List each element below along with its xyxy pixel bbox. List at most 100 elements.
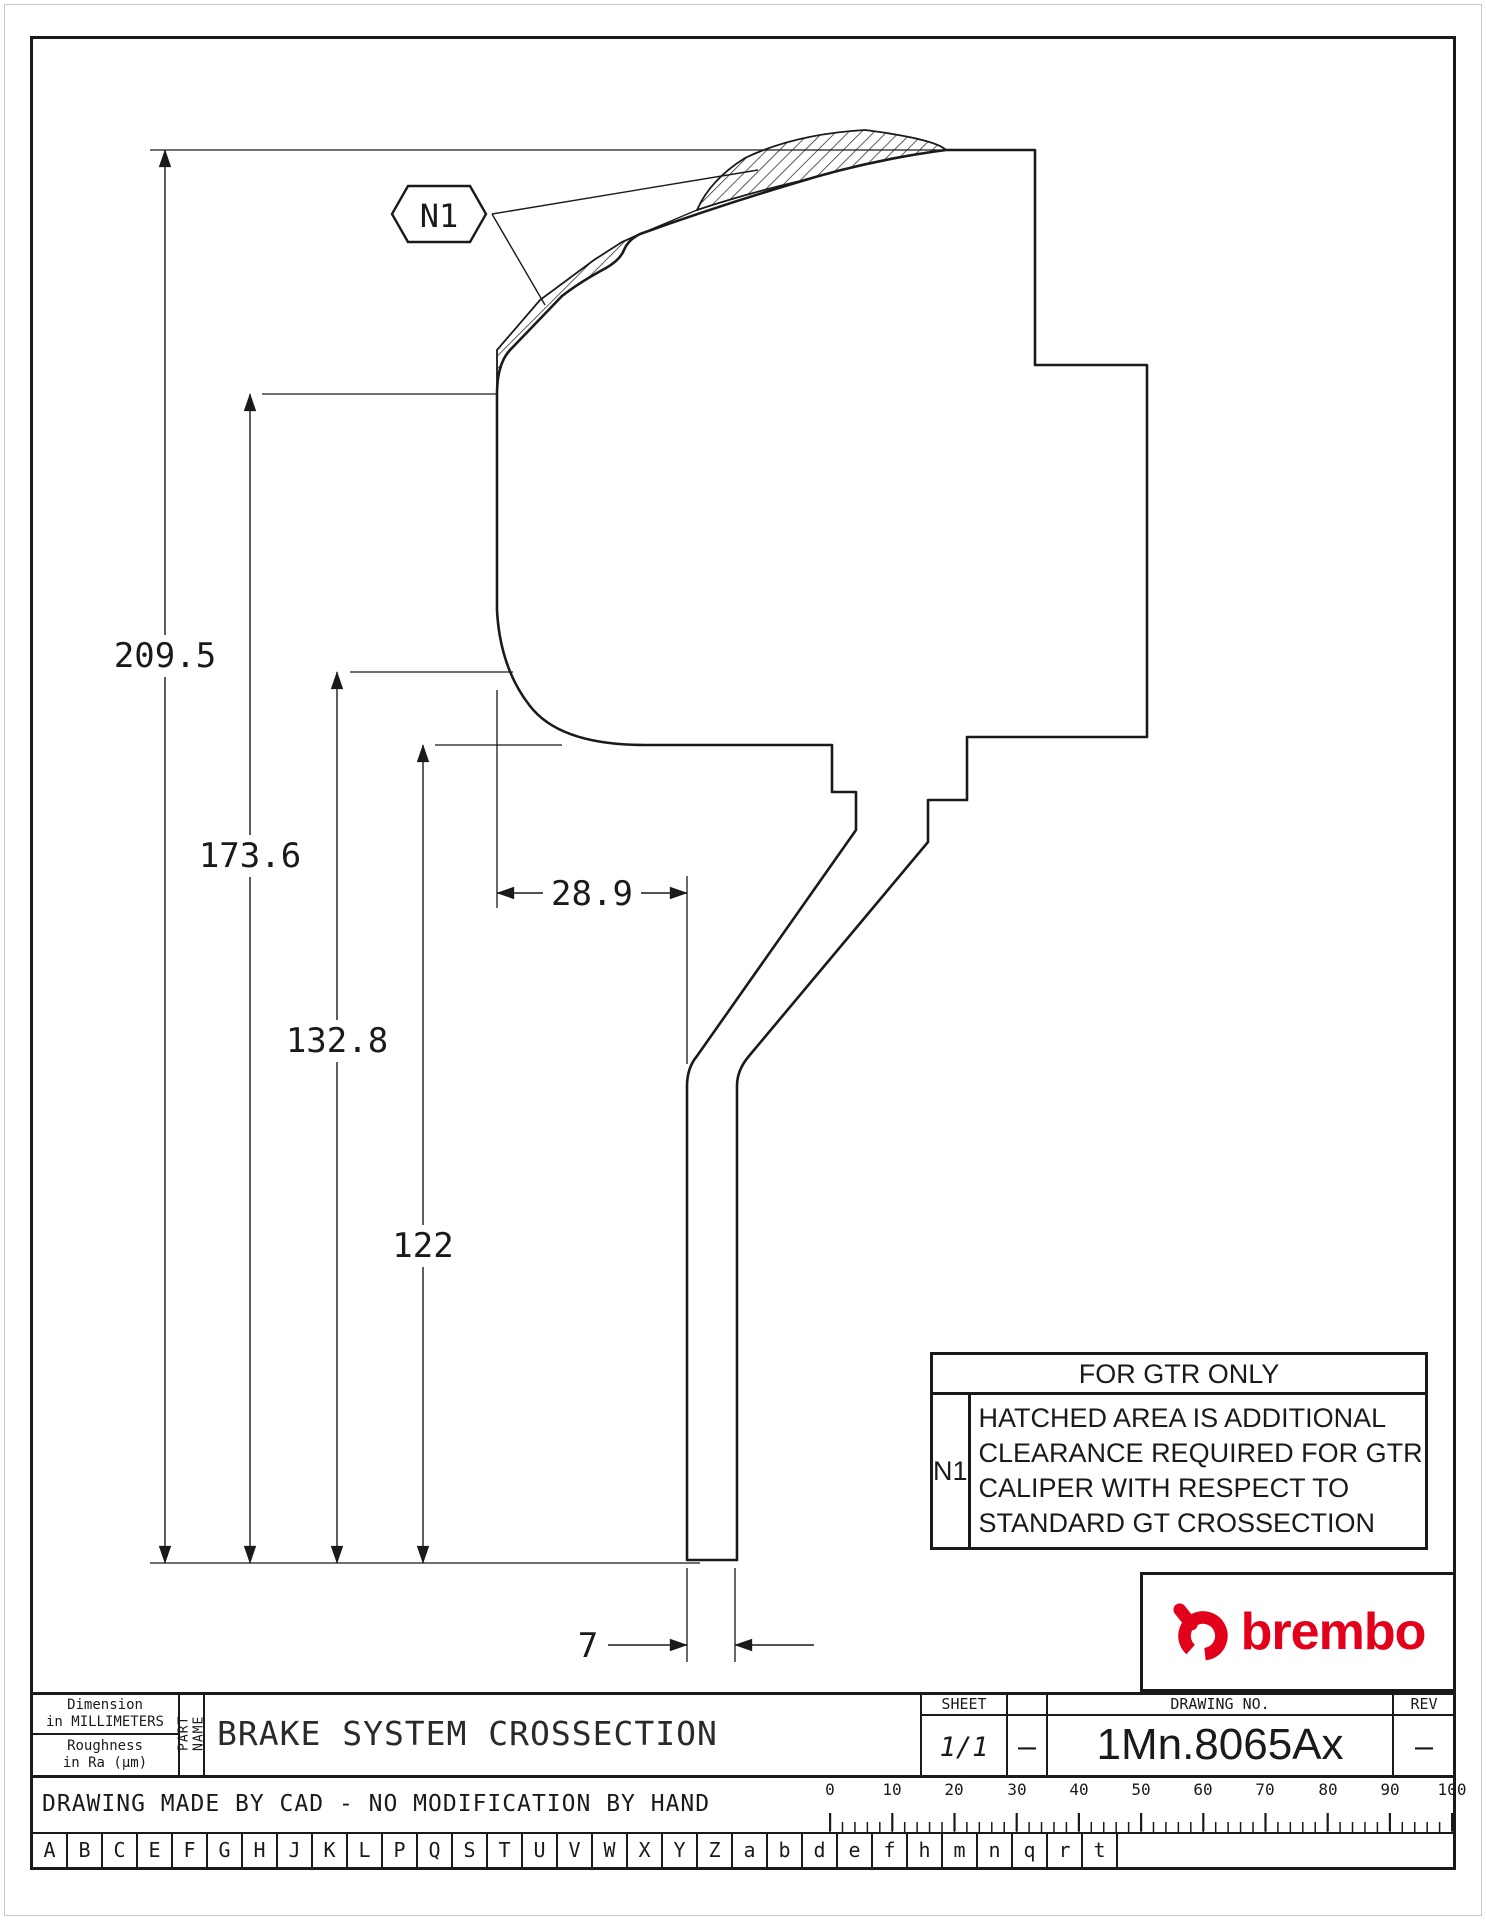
dim-label-122: 122 [392, 1226, 453, 1266]
reference-letter-cell: a [733, 1834, 768, 1868]
vline-partlabel-right [203, 1692, 205, 1775]
reference-letter-cell: L [348, 1834, 383, 1868]
scale-ruler: 0 10 20 30 40 50 60 70 80 90 100 [800, 1776, 1466, 1832]
reference-letter-cell: Y [663, 1834, 698, 1868]
reference-letter-cell: U [523, 1834, 558, 1868]
vline-dash-left [1006, 1692, 1008, 1775]
reference-letter-cell: X [628, 1834, 663, 1868]
header-underline [920, 1714, 1456, 1716]
sheet-value: 1/1 [939, 1731, 989, 1763]
vline-sheet-left [920, 1692, 922, 1775]
ruler-tick-label: 90 [1380, 1780, 1400, 1799]
label-bg-122 [385, 1225, 461, 1267]
note-line-1: HATCHED AREA IS ADDITIONAL [978, 1403, 1387, 1433]
ruler-tick-label: 0 [825, 1780, 835, 1799]
ruler-tick-label: 70 [1255, 1780, 1275, 1799]
units-note: Dimension in MILLIMETERS [32, 1694, 178, 1733]
ruler-tick-label: 10 [882, 1780, 902, 1799]
ruler-ticks [829, 1813, 1454, 1832]
n1-hexagon [390, 184, 488, 244]
reference-letter-cell: V [558, 1834, 593, 1868]
reference-letter-cell: q [1013, 1834, 1048, 1868]
n1-leader-to-left-hatch [491, 213, 546, 306]
spare-cell-value: – [1017, 1729, 1037, 1765]
ruler-tick-label: 80 [1318, 1780, 1338, 1799]
n1-callout-label: N1 [420, 197, 459, 235]
reference-letter-cell: A [33, 1834, 68, 1868]
units-roughness-divider [30, 1733, 178, 1735]
reference-letter-cell: t [1083, 1834, 1118, 1868]
cad-note: DRAWING MADE BY CAD - NO MODIFICATION BY… [42, 1790, 711, 1817]
drawing-no-value: 1Mn.8065Ax [1096, 1720, 1344, 1769]
roughness-note: Roughness in Ra (µm) [32, 1735, 178, 1775]
note-line-3: CALIPER WITH RESPECT TO [978, 1473, 1350, 1503]
note-ref-n1: N1 [933, 1395, 971, 1547]
n1-leader-to-top-hatch [491, 169, 759, 215]
ruler-tick-label: 40 [1069, 1780, 1089, 1799]
letterstrip-top-line [30, 1832, 1456, 1834]
dim-label-173-6: 173.6 [199, 836, 301, 876]
ruler-tick-label: 30 [1007, 1780, 1027, 1799]
brake-bell-crossection-outline [495, 148, 1149, 1562]
note-text: HATCHED AREA IS ADDITIONAL CLEARANCE REQ… [971, 1395, 1431, 1547]
reference-letter-cell: H [243, 1834, 278, 1868]
units-note-line1: Dimension [67, 1696, 143, 1713]
gtr-note-table: FOR GTR ONLY N1 HATCHED AREA IS ADDITION… [930, 1352, 1428, 1550]
roughness-note-line1: Roughness [67, 1738, 143, 1754]
reference-letter-cell: h [908, 1834, 943, 1868]
note-line-2: CLEARANCE REQUIRED FOR GTR [978, 1438, 1423, 1468]
drawing-no-label: DRAWING NO. [1170, 1695, 1270, 1713]
reference-letter-cell: n [978, 1834, 1013, 1868]
label-bg-28-9 [543, 872, 641, 914]
reference-letter-cell: B [68, 1834, 103, 1868]
vline-rev-left [1392, 1692, 1394, 1775]
reference-letter-cell: b [768, 1834, 803, 1868]
reference-letter-cell: d [803, 1834, 838, 1868]
reference-letter-cell: Z [698, 1834, 733, 1868]
ruler-tick-label: 60 [1193, 1780, 1213, 1799]
dimension-label-backgrounds [107, 635, 641, 1267]
n1-callout: N1 [390, 169, 759, 306]
label-bg-173-6 [192, 835, 308, 877]
reference-letter-strip: A B C E F G H J K L P Q S T U V W X Y Z … [33, 1834, 1123, 1868]
label-bg-132-8 [279, 1020, 395, 1062]
rev-value: – [1414, 1729, 1434, 1765]
gtr-profile-connector-line [639, 209, 698, 235]
titleblock-top-line [30, 1692, 1456, 1695]
reference-letter-cell: P [383, 1834, 418, 1868]
sheet-label: SHEET [941, 1695, 987, 1713]
ruler-tick-label: 100 [1437, 1780, 1467, 1799]
reference-letter-cell: r [1048, 1834, 1083, 1868]
vline-units-right [178, 1692, 180, 1775]
rev-label: REV [1410, 1695, 1438, 1713]
dim-label-28-9: 28.9 [551, 874, 633, 914]
reference-letter-cell: Q [418, 1834, 453, 1868]
reference-letter-cell: S [453, 1834, 488, 1868]
sheet-frame [30, 36, 1456, 1870]
brembo-logo-icon [1173, 1603, 1228, 1661]
units-note-line2: in MILLIMETERS [45, 1713, 164, 1730]
part-name-value: BRAKE SYSTEM CROSSECTION [217, 1714, 718, 1753]
dim-label-7: 7 [578, 1626, 598, 1666]
note-line-4: STANDARD GT CROSSECTION [978, 1508, 1376, 1538]
reference-letter-cell: E [138, 1834, 173, 1868]
dim-label-132-8: 132.8 [286, 1021, 388, 1061]
reference-letter-cell: T [488, 1834, 523, 1868]
roughness-note-line2: in Ra (µm) [62, 1755, 148, 1771]
brembo-wordmark: brembo [1240, 1603, 1427, 1661]
dimension-labels: 209.5 173.6 132.8 122 28.9 7 [114, 636, 633, 1666]
note-table-body: N1 HATCHED AREA IS ADDITIONAL CLEARANCE … [933, 1395, 1425, 1547]
ruler-tick-label: 50 [1131, 1780, 1151, 1799]
reference-letter-cell: W [593, 1834, 628, 1868]
label-bg-209-5 [107, 635, 223, 677]
note-table-header: FOR GTR ONLY [933, 1355, 1425, 1395]
titleblock-mid-line [30, 1775, 1456, 1778]
reference-letter-cell: K [313, 1834, 348, 1868]
brembo-logo-box: brembo [1140, 1572, 1456, 1692]
ruler-tick-label: 20 [944, 1780, 964, 1799]
reference-letter-cell: f [873, 1834, 908, 1868]
reference-letter-cell: F [173, 1834, 208, 1868]
reference-letter-cell: m [943, 1834, 978, 1868]
